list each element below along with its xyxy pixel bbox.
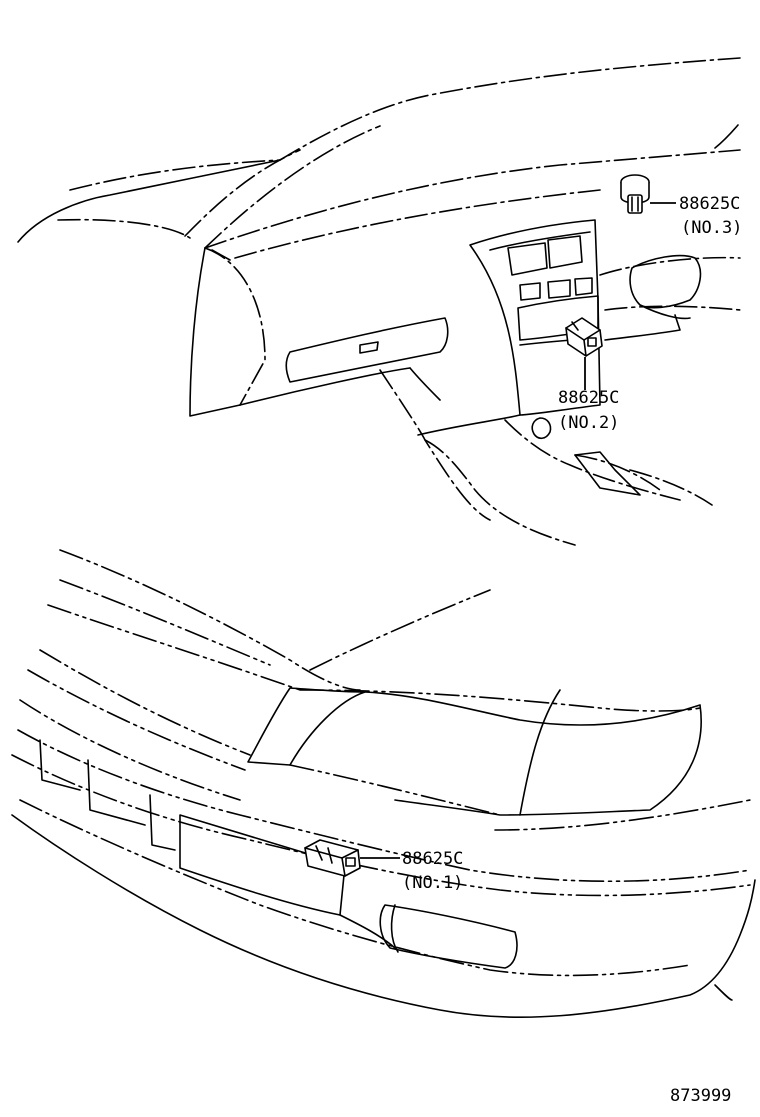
part-88625c-no3-icon: [620, 174, 650, 214]
callout-no1-part-number: 88625C: [402, 849, 463, 869]
callout-no3-position: (NO.3): [681, 218, 742, 238]
callout-no2-position: (NO.2): [558, 413, 619, 433]
callout-no1-position: (NO.1): [402, 873, 463, 893]
diagram-id: 873999: [670, 1086, 731, 1106]
front-bumper-illustration: [11, 549, 756, 1018]
callout-no2-part-number: 88625C: [558, 388, 619, 408]
part-88625c-no2-icon: [565, 317, 603, 357]
part-88625c-no1-icon: [304, 839, 361, 877]
callout-no3-part-number: 88625C: [679, 194, 740, 214]
dashboard-illustration: [17, 57, 741, 546]
